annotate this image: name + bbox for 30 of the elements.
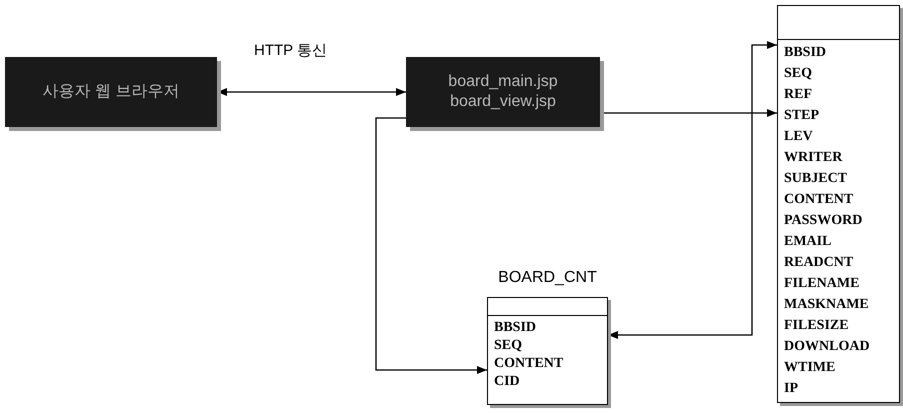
arrow [375,117,487,374]
field-name: WTIME [784,359,836,377]
field-name: BBSID [784,44,828,62]
field-name: READCNT [784,254,854,272]
table-box [777,5,900,403]
field-name: CONTENT [494,355,564,373]
field-name: STEP [784,107,820,125]
field-name: PASSWORD [784,212,864,230]
field-name: FILESIZE [784,317,850,335]
field-name: SEQ [494,337,524,355]
field-name: BBSID [494,319,538,337]
field-name: LEV [784,128,814,146]
box-text: 사용자 웹 브라우저 [42,82,180,102]
field-name: MASKNAME [784,296,870,314]
field-name: EMAIL [784,233,832,251]
field-name: FILENAME [784,275,860,293]
box-text: board_view.jsp [450,92,556,112]
field-name: CID [494,373,521,391]
dark-box [5,57,217,127]
field-name: SEQ [784,65,814,83]
table-title: BOARD_CNT [497,268,598,288]
field-name: IP [784,380,799,398]
field-name: CONTENT [784,191,854,209]
arrow [608,41,777,339]
box-text: board_main.jsp [448,72,558,92]
field-name: WRITER [784,149,844,167]
dark-box [406,57,600,127]
field-name: SUBJECT [784,170,848,188]
field-name: DOWNLOAD [784,338,871,356]
field-name: REF [784,86,813,104]
